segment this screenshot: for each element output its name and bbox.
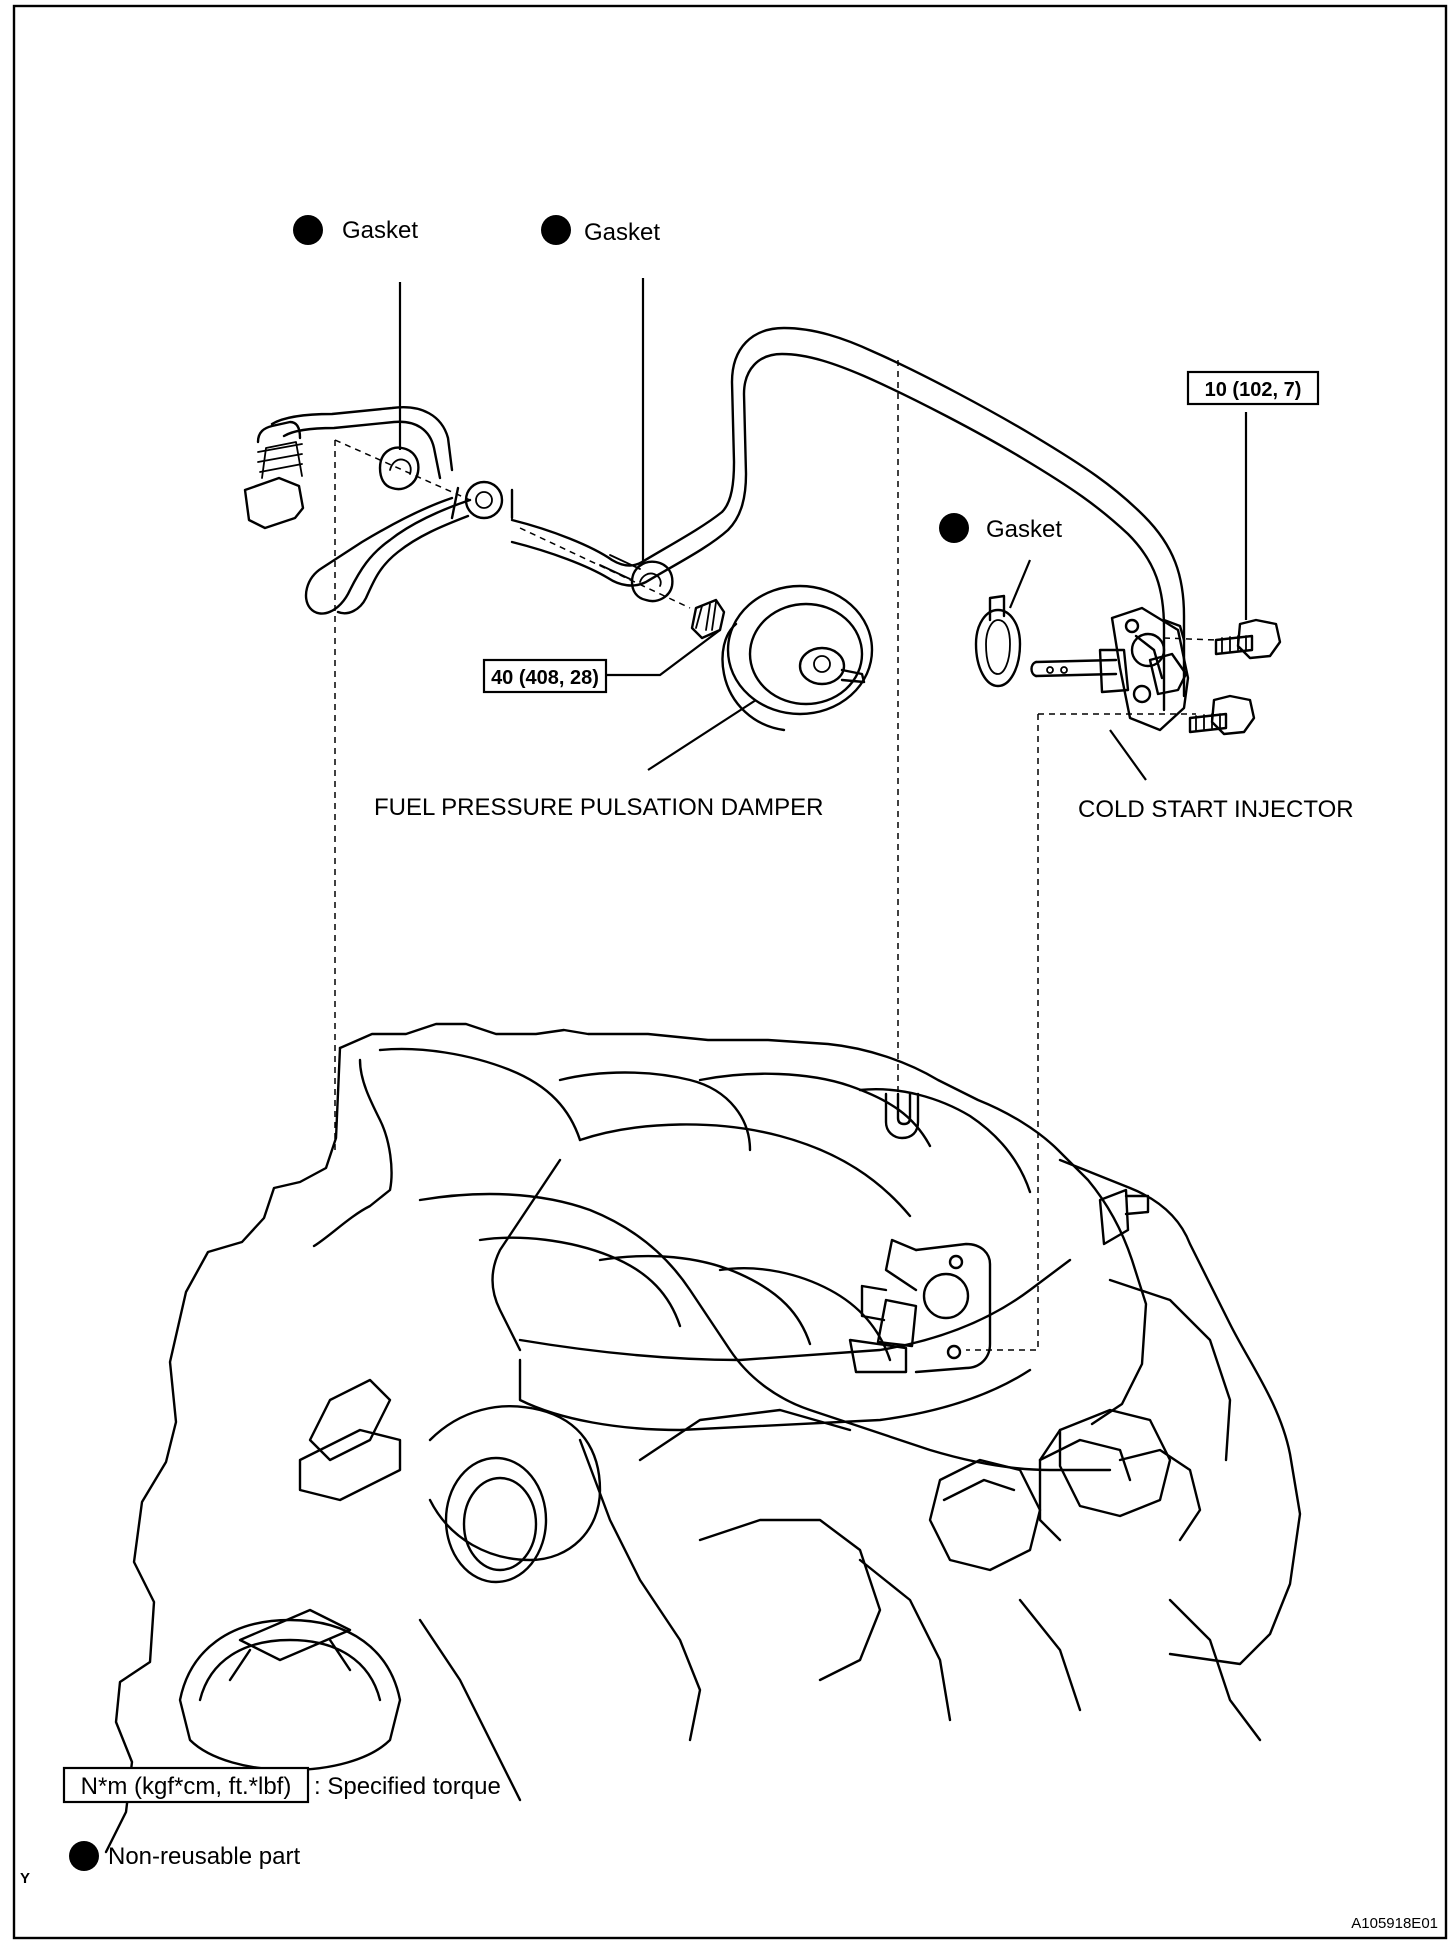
gasket-1-label: Gasket — [342, 217, 418, 244]
nonreusable-dot-2 — [541, 215, 571, 245]
torque-damper-label: 40 (408, 28) — [491, 667, 599, 689]
loop-hose — [304, 496, 472, 615]
main-fuel-pipe — [510, 326, 1186, 698]
u-clip — [884, 1092, 920, 1140]
figure-code: A105918E01 — [1351, 1915, 1438, 1932]
cold-start-injector-label: COLD START INJECTOR — [1078, 796, 1354, 823]
gasket-1-ring — [378, 446, 420, 491]
injector-mount-flange — [848, 1238, 992, 1374]
torque-callout-damper: 40 (408, 28) — [482, 658, 608, 694]
legend-torque-desc: : Specified torque — [314, 1773, 501, 1800]
oil-filler-cap — [178, 1608, 402, 1772]
gasket-3-part — [974, 594, 1022, 688]
fuel-pressure-pulsation-damper-part — [690, 584, 874, 732]
nonreusable-dot-3 — [939, 513, 969, 543]
fuel-pipe-assembly — [243, 326, 1186, 712]
fuel-pressure-pulsation-damper-label: FUEL PRESSURE PULSATION DAMPER — [374, 794, 823, 821]
nonreusable-dot-1 — [293, 215, 323, 245]
legend-nonreusable-dot — [69, 1841, 99, 1871]
corner-mark: Y — [20, 1870, 30, 1887]
injector-upper-bolt — [1214, 618, 1282, 660]
torque-callout-injector: 10 (102, 7) — [1186, 370, 1320, 406]
figure-frame — [12, 4, 1448, 1940]
callout-gasket-2: Gasket — [541, 215, 660, 246]
torque-injector-label: 10 (102, 7) — [1205, 379, 1302, 401]
legend: N*m (kgf*cm, ft.*lbf) : Specified torque… — [62, 1766, 501, 1871]
banjo-union — [450, 480, 514, 520]
gasket-3-label: Gasket — [986, 516, 1062, 543]
alignment-guides — [334, 360, 1217, 1351]
legend-torque-unit: N*m (kgf*cm, ft.*lbf) — [81, 1773, 292, 1800]
leader-lines — [398, 278, 1248, 781]
cold-start-injector-part — [974, 594, 1282, 736]
callout-gasket-3: Gasket — [939, 513, 1062, 543]
gasket-2-ring — [630, 560, 674, 603]
left-hose-fitting — [243, 420, 305, 530]
upper-hose — [270, 406, 454, 472]
legend-torque-box — [62, 1766, 310, 1804]
injector-lower-bolt — [1188, 694, 1256, 736]
legend-nonreusable-desc: Non-reusable part — [108, 1843, 300, 1870]
callout-gasket-1: Gasket — [293, 215, 418, 245]
engine-intake-manifold — [104, 1022, 1302, 1854]
gasket-2-label: Gasket — [584, 219, 660, 246]
